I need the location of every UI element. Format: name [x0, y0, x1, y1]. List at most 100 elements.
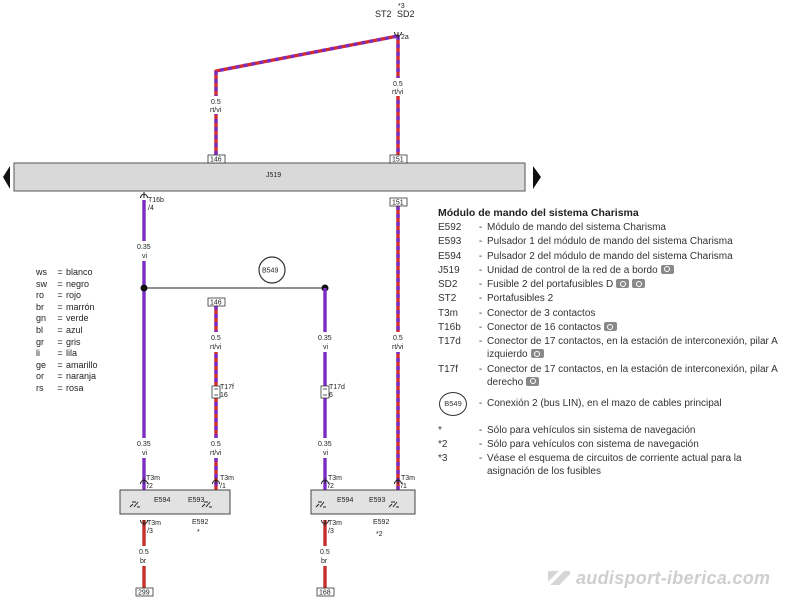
svg-text:E593: E593 [188, 497, 204, 504]
legend-desc: Fusible 2 del portafusibles D [487, 278, 790, 291]
camera-icon[interactable] [616, 279, 630, 289]
svg-text:16: 16 [220, 392, 228, 399]
module-bar-j519: J519 146 151 [3, 154, 541, 192]
svg-text:0.5: 0.5 [393, 335, 403, 342]
svg-text:/2: /2 [147, 483, 153, 490]
svg-text:rt/vi: rt/vi [392, 89, 404, 96]
legend-code: T17f [438, 363, 459, 375]
legend-dash: - [478, 398, 483, 410]
switch-icon [388, 501, 399, 508]
equals-sign: = [57, 278, 63, 289]
color-name: marrón [66, 301, 95, 312]
legend-dash: - [478, 279, 483, 291]
svg-text:0.35: 0.35 [137, 441, 151, 448]
svg-text:E594: E594 [154, 497, 170, 504]
legend-dash: - [478, 322, 483, 334]
legend-dash: - [478, 438, 483, 450]
svg-text:0.5: 0.5 [320, 549, 330, 556]
legend-code: SD2 [438, 279, 458, 291]
svg-text:/3: /3 [328, 528, 334, 535]
pin-151-top: 151 [392, 157, 404, 164]
legend-code: E593 [438, 236, 462, 248]
color-name: naranja [66, 371, 97, 382]
legend-dash: - [478, 424, 483, 436]
legend-code: T3m [438, 307, 458, 319]
t3m-top-connectors: T3m /2 T3m /1 T3m /2 T3m /1 [140, 475, 415, 490]
equals-sign: = [57, 290, 63, 301]
legend-code: J519 [438, 264, 460, 276]
svg-text:/4: /4 [148, 205, 154, 212]
legend-dash: - [478, 250, 483, 262]
color-name: gris [66, 336, 81, 347]
legend-note: *2-Sólo para vehículos con sistema de na… [438, 438, 790, 451]
svg-text:T3m: T3m [328, 520, 342, 527]
camera-icon[interactable] [632, 279, 646, 289]
legend-dash: - [478, 264, 483, 276]
camera-icon[interactable] [603, 322, 617, 332]
svg-text:T3m: T3m [401, 475, 415, 482]
bus-b549-badge: B549 [258, 256, 286, 284]
arrow-right-icon [533, 166, 541, 189]
color-code: ws [36, 267, 47, 277]
legend-code: E592 [438, 222, 462, 233]
legend-desc: Conexión 2 (bus LIN), en el mazo de cabl… [487, 398, 722, 410]
equals-sign: = [57, 313, 63, 324]
legend-item: E594-Pulsador 2 del módulo de mando del … [438, 250, 790, 263]
color-key-row: ge=amarillo [36, 360, 98, 372]
legend-items: E592-Módulo de mando del sistema Charism… [438, 221, 790, 416]
color-name: blanco [66, 267, 93, 277]
wire-section-labels: 0.35 vi 0.35 vi 0.5 rt/vi 0.5 rt/vi 0.35… [136, 241, 406, 458]
color-name: azul [66, 324, 83, 335]
color-key-row: or=naranja [36, 371, 98, 383]
color-code: ge [36, 359, 47, 370]
svg-text:rt/vi: rt/vi [392, 344, 404, 351]
legend-desc: Conector de 16 contactos [487, 321, 790, 334]
lin-bus-wires [140, 200, 329, 490]
svg-text:0.5: 0.5 [139, 549, 149, 556]
legend-dash: - [478, 222, 483, 233]
legend-dash: - [478, 307, 483, 319]
camera-icon[interactable] [530, 349, 544, 359]
legend-desc: Pulsador 1 del módulo de mando del siste… [487, 236, 733, 248]
svg-text:T3m: T3m [328, 475, 342, 482]
svg-text:vi: vi [323, 450, 329, 457]
svg-text:T3m: T3m [146, 475, 160, 482]
svg-text:0.5: 0.5 [211, 335, 221, 342]
connector-t17d: T17d 6 [320, 384, 345, 399]
svg-text:E594: E594 [337, 497, 353, 504]
color-code: br [36, 301, 45, 312]
svg-text:0.5: 0.5 [393, 81, 403, 88]
legend-item: E592-Módulo de mando del sistema Charism… [438, 221, 790, 234]
bus-badge: B549 [439, 391, 467, 416]
switch-icon [201, 501, 212, 508]
color-key-row: gr=gris [36, 337, 98, 349]
color-name: rosa [66, 382, 84, 393]
svg-text:br: br [140, 558, 147, 565]
svg-text:/2: /2 [328, 483, 334, 490]
svg-text:rt/vi: rt/vi [210, 450, 222, 457]
color-key-row: li=lila [36, 348, 98, 360]
svg-text:br: br [321, 558, 328, 565]
equals-sign: = [57, 324, 63, 335]
color-key-row: ro=rojo [36, 290, 98, 302]
pin-146-top: 146 [210, 157, 222, 164]
color-code: or [36, 371, 45, 382]
legend-dash: - [478, 336, 483, 348]
equals-sign: = [57, 301, 63, 312]
svg-text:0.5: 0.5 [211, 441, 221, 448]
camera-icon[interactable] [660, 264, 674, 274]
legend-title: Módulo de mando del sistema Charisma [438, 207, 639, 219]
legend-notes: *-Sólo para vehículos sin sistema de nav… [438, 424, 790, 479]
legend-dash: - [478, 236, 483, 248]
legend-item: E593 -Pulsador 1 del módulo de mando del … [438, 235, 790, 248]
svg-text:0.5: 0.5 [211, 99, 221, 106]
legend-item: T3m-Conector de 3 contactos [438, 307, 790, 320]
legend-desc: Portafusibles 2 [487, 293, 554, 305]
color-name: lila [66, 348, 78, 359]
camera-icon[interactable] [526, 376, 540, 386]
svg-text:6: 6 [329, 392, 333, 399]
svg-text:0.35: 0.35 [137, 244, 151, 251]
equals-sign: = [57, 382, 63, 393]
